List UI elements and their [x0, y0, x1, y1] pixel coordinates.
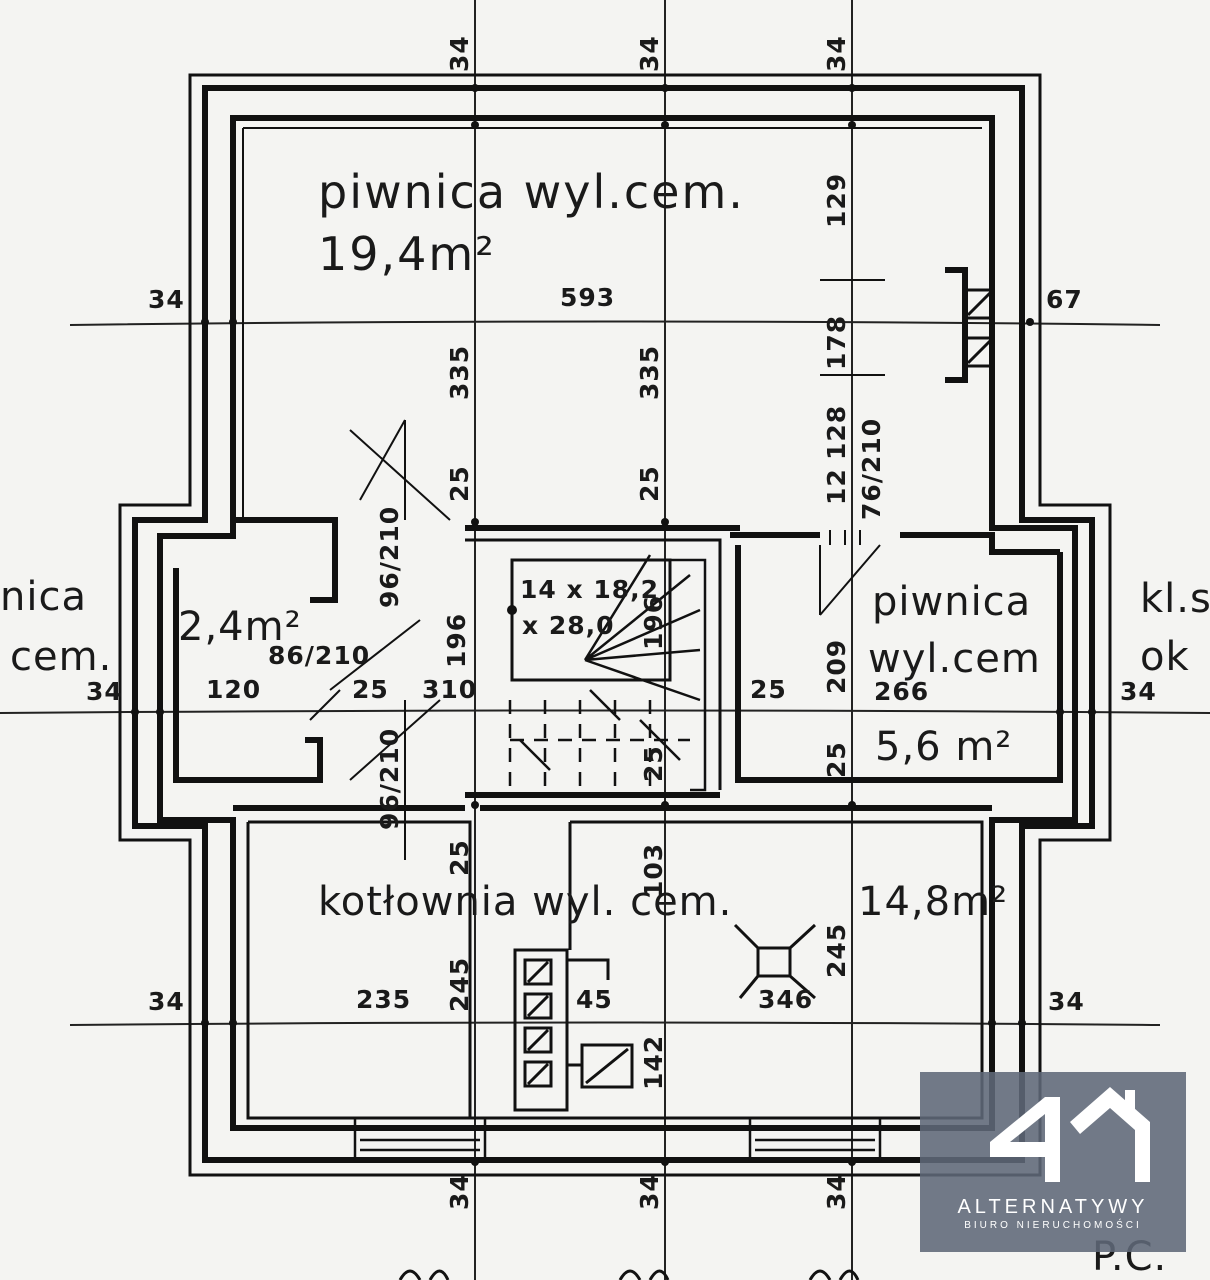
room-area-basement-top: 19,4m²	[318, 227, 496, 281]
dim-25b: 25	[635, 465, 664, 502]
room-area-small-left: 2,4m²	[178, 604, 302, 650]
dim-right-1: 67	[1046, 285, 1083, 314]
room-name-boiler: kotłownia wyl. cem.	[318, 879, 732, 925]
dim-bot-3: 34	[822, 1173, 851, 1210]
dim-196b: 196	[639, 595, 668, 650]
dim-left-3: 34	[148, 987, 185, 1016]
stair-start-dot	[507, 605, 517, 615]
dim-25a: 25	[445, 465, 474, 502]
watermark-tagline: BIURO NIERUCHOMOŚCI	[964, 1220, 1142, 1231]
room-name-left-cut-2: cem.	[10, 634, 112, 680]
room-name-right-cut-2: ok	[1140, 634, 1190, 680]
dim-left-1: 34	[148, 285, 185, 314]
boiler-icon	[733, 923, 817, 1000]
windows	[353, 1116, 882, 1162]
dim-25c: 25	[352, 675, 389, 704]
dim-bot-2: 34	[635, 1173, 664, 1210]
dim-top-1: 34	[445, 35, 474, 72]
dim-45: 45	[576, 985, 613, 1014]
dim-25s: 25	[639, 745, 668, 782]
dim-top-3: 34	[822, 35, 851, 72]
flue-icon	[513, 288, 995, 1112]
dim-door-96a: 96/210	[375, 506, 404, 608]
dim-245a: 245	[445, 957, 474, 1012]
room-area-boiler: 14,8m²	[858, 879, 1008, 925]
dim-142: 142	[639, 1035, 668, 1090]
dimensions-vertical: 34 34 34 129 335 335 178 128 12 76/210 2…	[375, 35, 886, 1210]
stairs-label-2: x 28,0	[522, 611, 615, 640]
axis-ticks	[131, 84, 1096, 1166]
dimensions-horizontal: 34 67 593 86/210 120 25 310 34 34 25 266…	[86, 283, 1157, 1016]
staircase	[508, 554, 707, 792]
dim-right-3: 34	[1048, 987, 1085, 1016]
dim-335a: 335	[445, 345, 474, 400]
dim-235: 235	[356, 985, 411, 1014]
room-area-basement-right: 5,6 m²	[875, 724, 1012, 770]
room-name-left-cut-1: nica	[0, 574, 87, 620]
dim-right-2: 34	[1120, 677, 1157, 706]
dim-door-86: 86/210	[268, 641, 370, 670]
stairs-label-1: 14 x 18,2	[520, 575, 659, 604]
dim-left-2: 34	[86, 677, 123, 706]
dim-25d: 25	[750, 675, 787, 704]
dim-bot-1: 34	[445, 1173, 474, 1210]
dim-128: 128	[822, 405, 851, 460]
dim-129: 129	[822, 173, 851, 228]
logo-icon	[990, 1087, 1150, 1182]
bottom-edge-marks	[398, 1269, 860, 1280]
dim-209: 209	[822, 639, 851, 694]
dim-door-76: 76/210	[857, 418, 886, 520]
dim-245b: 245	[822, 923, 851, 978]
dim-door-96b: 96/210	[375, 728, 404, 830]
dim-12: 12	[822, 468, 851, 505]
dim-top-2: 34	[635, 35, 664, 72]
dim-25f: 25	[445, 839, 474, 876]
watermark-brand: ALTERNATYWY	[957, 1196, 1149, 1218]
dim-178: 178	[822, 315, 851, 370]
dim-196: 196	[442, 613, 471, 668]
dim-266: 266	[874, 677, 929, 706]
room-name-basement-top: piwnica wyl.cem.	[318, 165, 745, 219]
room-name-basement-right-2: wyl.cem	[868, 636, 1041, 682]
dim-103: 103	[639, 843, 668, 898]
room-name-basement-right-1: piwnica	[872, 579, 1031, 625]
dim-310: 310	[422, 675, 477, 704]
room-name-right-cut-1: kl.s	[1140, 576, 1210, 622]
dim-335b: 335	[635, 345, 664, 400]
interior-walls	[173, 267, 1063, 1120]
agency-watermark: ALTERNATYWY BIURO NIERUCHOMOŚCI	[920, 1072, 1186, 1252]
dim-120: 120	[206, 675, 261, 704]
dim-25e: 25	[822, 741, 851, 778]
dim-346: 346	[758, 985, 813, 1014]
door-swings	[309, 279, 885, 860]
dim-width-top: 593	[560, 283, 615, 312]
